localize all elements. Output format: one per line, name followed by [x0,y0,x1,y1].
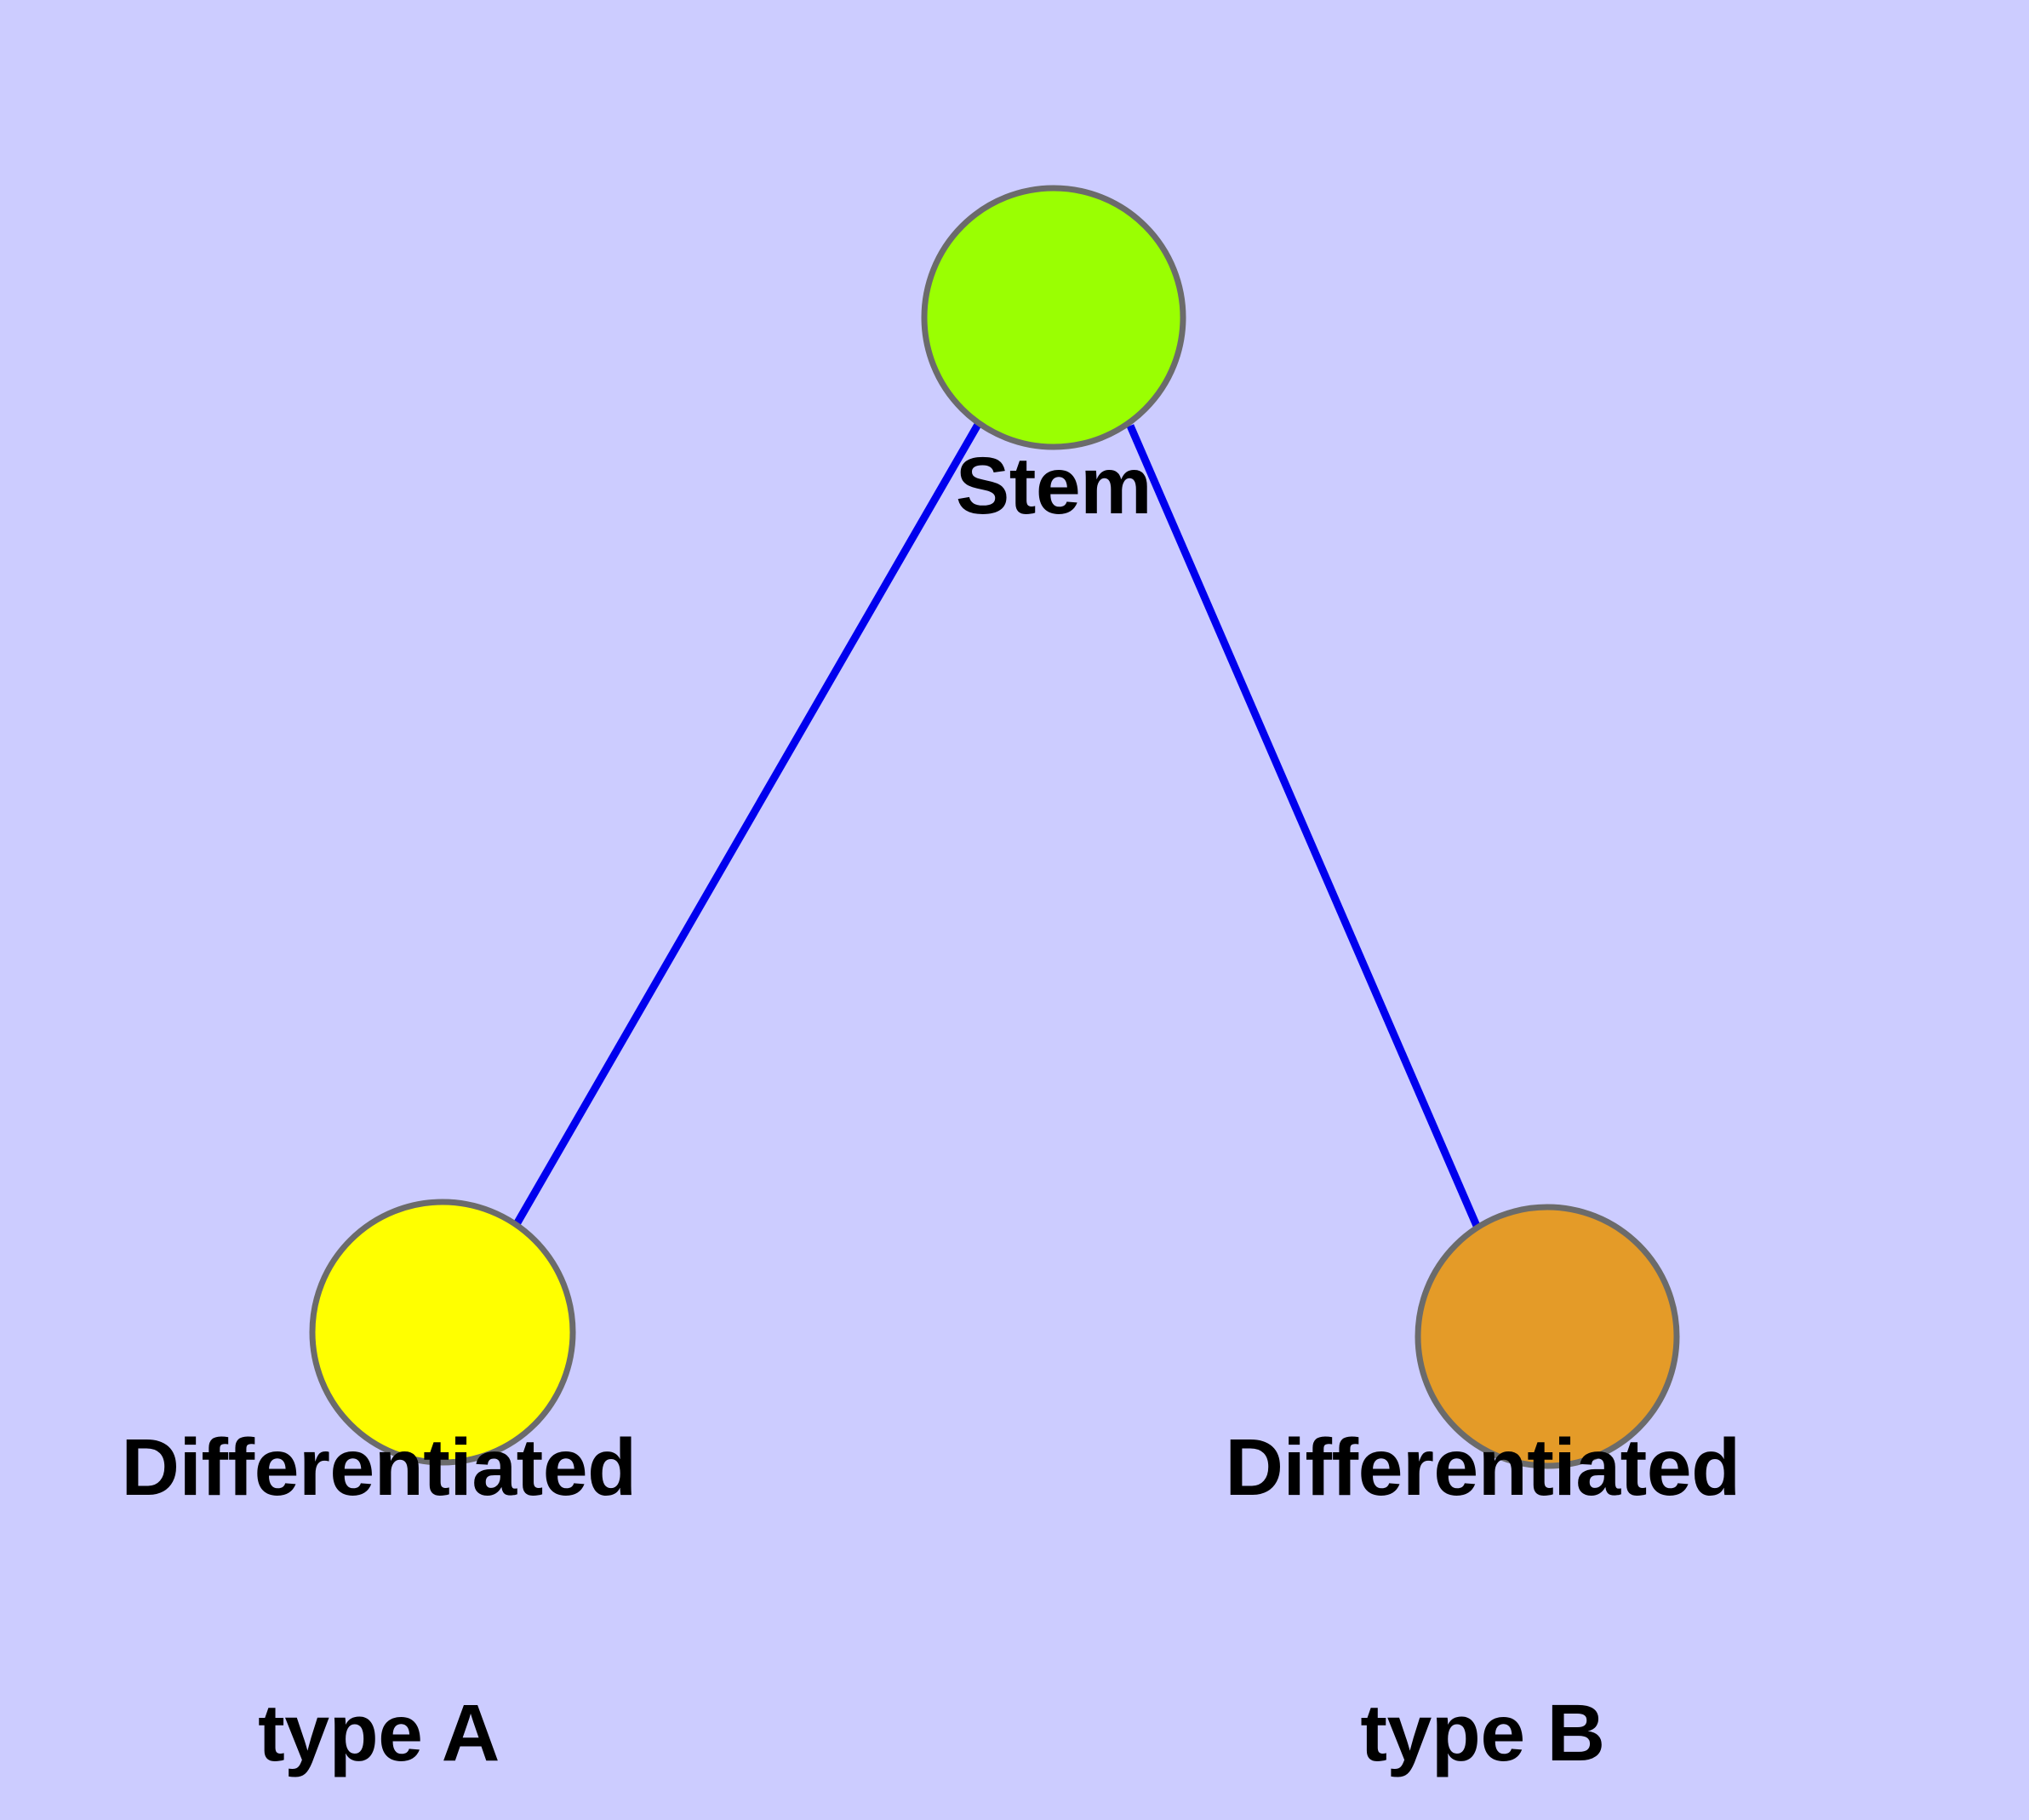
node-stem[interactable] [921,185,1186,450]
edge-layer [513,421,1481,1228]
node-differentiated-type-a[interactable] [309,1199,576,1466]
edge-stem-to-diff-a[interactable] [513,421,982,1227]
edge-stem-to-diff-b[interactable] [1126,424,1481,1228]
node-differentiated-type-b[interactable] [1415,1204,1680,1469]
node-layer [309,185,1680,1469]
